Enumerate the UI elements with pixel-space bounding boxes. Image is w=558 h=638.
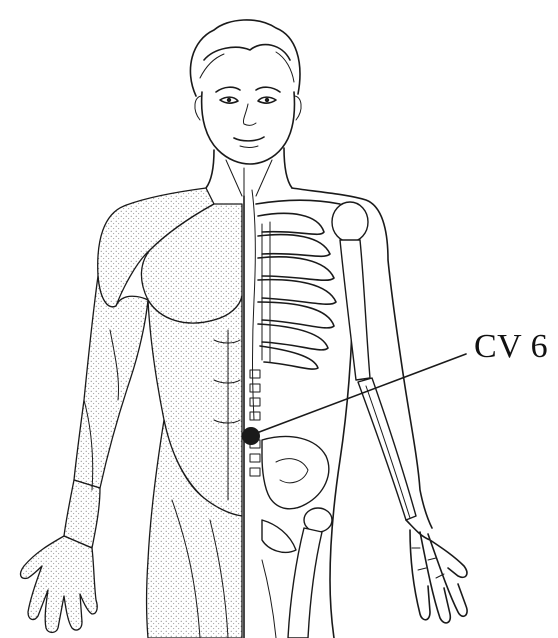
acupoint-marker — [242, 427, 260, 445]
hand-right — [21, 536, 98, 633]
acupoint-label: CV 6 — [474, 330, 548, 364]
skeleton-side — [250, 188, 467, 638]
muscle-side — [21, 188, 242, 638]
humeral-head — [332, 202, 368, 242]
head — [190, 20, 301, 164]
clavicle — [256, 200, 340, 204]
rib-cage — [258, 213, 336, 369]
pelvis — [262, 437, 329, 509]
upper-arm — [74, 276, 148, 488]
neck — [206, 148, 292, 200]
vertebrae — [250, 370, 260, 476]
face-outline — [202, 92, 295, 164]
humerus — [340, 240, 370, 380]
hand-left — [406, 520, 467, 623]
